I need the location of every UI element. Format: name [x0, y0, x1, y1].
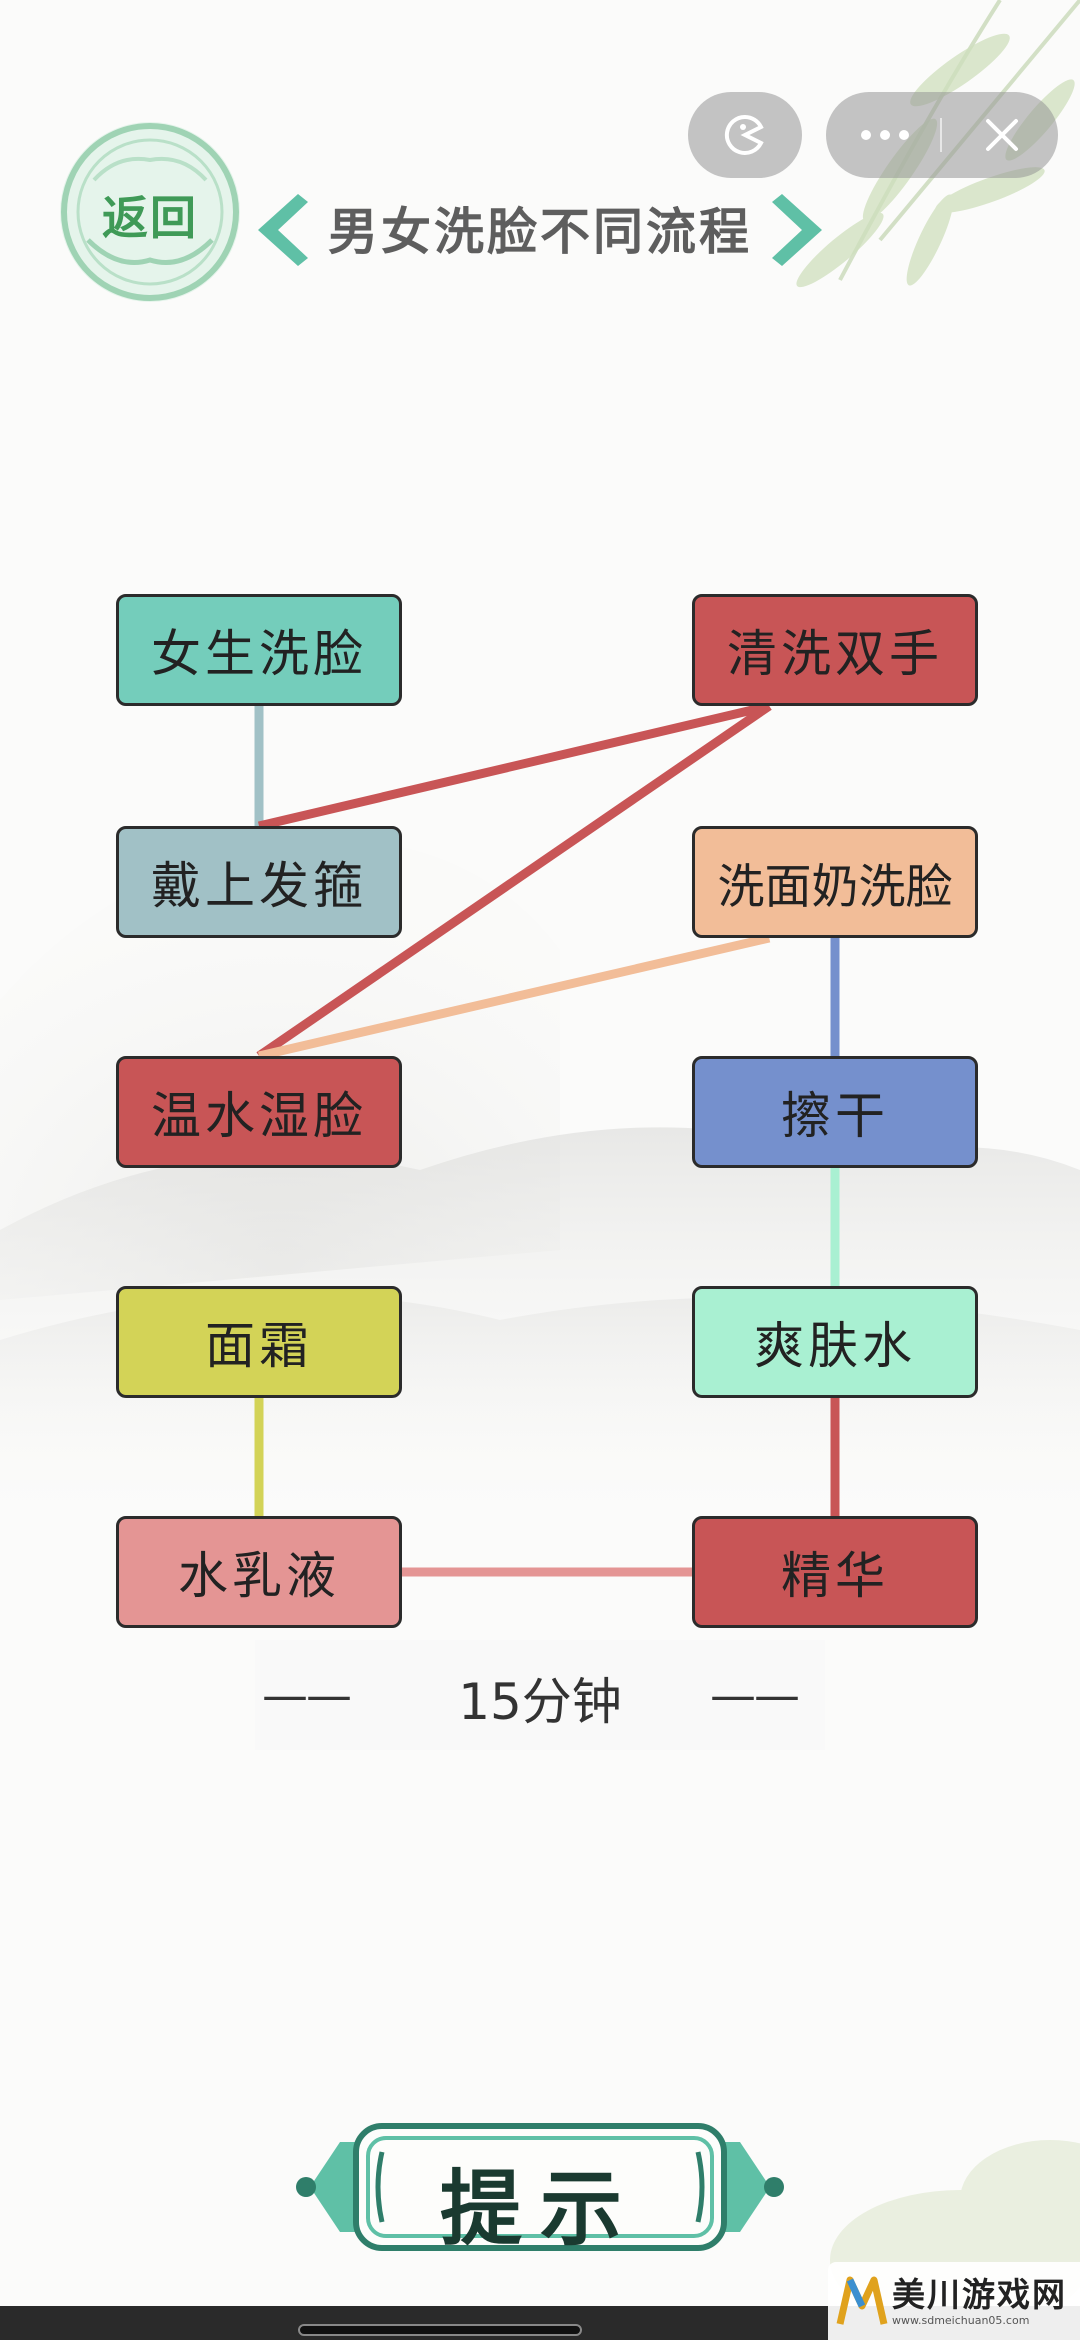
home-indicator[interactable]: [298, 2324, 582, 2336]
step-box-6[interactable]: 清洗双手: [692, 594, 978, 706]
back-button-label: 返回: [102, 191, 198, 245]
step-label: 精华: [781, 1547, 889, 1605]
timer-dash-left: ——: [262, 1668, 352, 1722]
back-button[interactable]: 返回: [58, 120, 242, 304]
watermark-title: 美川游戏网: [892, 2275, 1067, 2314]
step-box-2[interactable]: 戴上发箍: [116, 826, 402, 938]
close-icon[interactable]: [954, 92, 1050, 178]
level-title: 男女洗脸不同流程: [328, 202, 752, 261]
hint-button-label: 提示: [439, 2161, 640, 2257]
step-label: 洗面奶洗脸: [717, 859, 953, 915]
step-box-5[interactable]: 水乳液: [116, 1516, 402, 1628]
more-dots-icon[interactable]: [840, 92, 930, 178]
watermark-url: www.sdmeichuan05.com: [892, 2314, 1030, 2327]
timer-background: [255, 1640, 825, 1750]
step-box-1[interactable]: 女生洗脸: [116, 594, 402, 706]
step-label: 温水湿脸: [151, 1087, 367, 1145]
step-box-8[interactable]: 擦干: [692, 1056, 978, 1168]
step-label: 水乳液: [178, 1547, 340, 1605]
pacman-icon: [688, 92, 802, 178]
step-label: 爽肤水: [754, 1317, 916, 1375]
hint-button[interactable]: 提示: [270, 2112, 810, 2262]
back-button-ornament: [60, 122, 240, 302]
connection-line-s3-s7: [257, 933, 771, 1061]
hint-button-frame: [296, 2123, 784, 2251]
capsule-menu: [826, 92, 1058, 178]
step-label: 女生洗脸: [151, 625, 367, 683]
step-box-10[interactable]: 精华: [692, 1516, 978, 1628]
timer-dash-right: ——: [710, 1668, 800, 1722]
step-label: 擦干: [781, 1087, 889, 1145]
step-box-3[interactable]: 温水湿脸: [116, 1056, 402, 1168]
step-label: 清洗双手: [727, 625, 943, 683]
step-box-7[interactable]: 洗面奶洗脸: [692, 826, 978, 938]
title-arrows: [258, 194, 822, 266]
capsule-game-button[interactable]: [688, 92, 802, 178]
watermark-logo-icon: [836, 2276, 888, 2325]
step-box-4[interactable]: 面霜: [116, 1286, 402, 1398]
title-banner: 男女洗脸不同流程: [250, 180, 830, 280]
capsule-divider: [940, 118, 942, 152]
step-box-9[interactable]: 爽肤水: [692, 1286, 978, 1398]
timer-text: 15分钟: [458, 1673, 622, 1731]
watermark: 美川游戏网 www.sdmeichuan05.com: [828, 2262, 1080, 2340]
step-label: 戴上发箍: [151, 857, 367, 915]
connection-line-s6-s3: [256, 702, 772, 1060]
step-label: 面霜: [205, 1317, 313, 1375]
connection-line-s2-s6: [257, 701, 771, 831]
